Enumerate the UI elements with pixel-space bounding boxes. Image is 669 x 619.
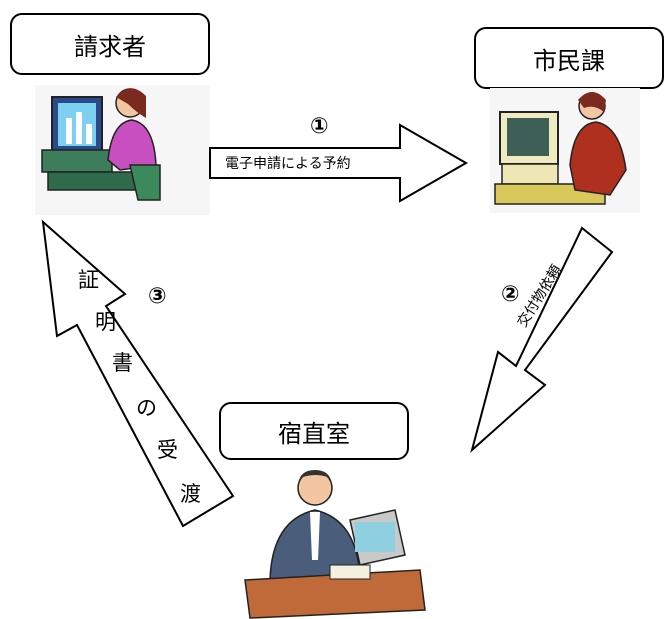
step3-label-char-2: 明 xyxy=(95,310,116,334)
requester-label: 請求者 xyxy=(74,32,146,61)
step1-number: ① xyxy=(310,114,329,139)
step3-label-char-4: の xyxy=(136,396,157,420)
requester-person-icon xyxy=(41,88,161,201)
step3-label-char-6: 渡 xyxy=(180,482,201,506)
step3-number: ③ xyxy=(148,284,167,309)
step1-label: 電子申請による予約 xyxy=(225,156,351,172)
step3-label-char-3: 書 xyxy=(112,351,133,375)
night-duty-room-box: 宿直室 xyxy=(219,402,409,460)
step3-arrow xyxy=(41,219,235,528)
step2-number: ② xyxy=(501,282,520,307)
step3-label-char-1: 証 xyxy=(78,268,99,292)
night-duty-officer-icon xyxy=(244,470,426,619)
step2-arrow xyxy=(470,226,614,453)
step1-arrow xyxy=(209,123,469,203)
citizen-worker-icon xyxy=(494,92,627,205)
citizen-section-label: 市民課 xyxy=(533,46,605,75)
requester-box: 請求者 xyxy=(10,13,210,75)
night-duty-room-label: 宿直室 xyxy=(278,419,350,448)
step3-label-char-5: 受 xyxy=(157,438,178,462)
